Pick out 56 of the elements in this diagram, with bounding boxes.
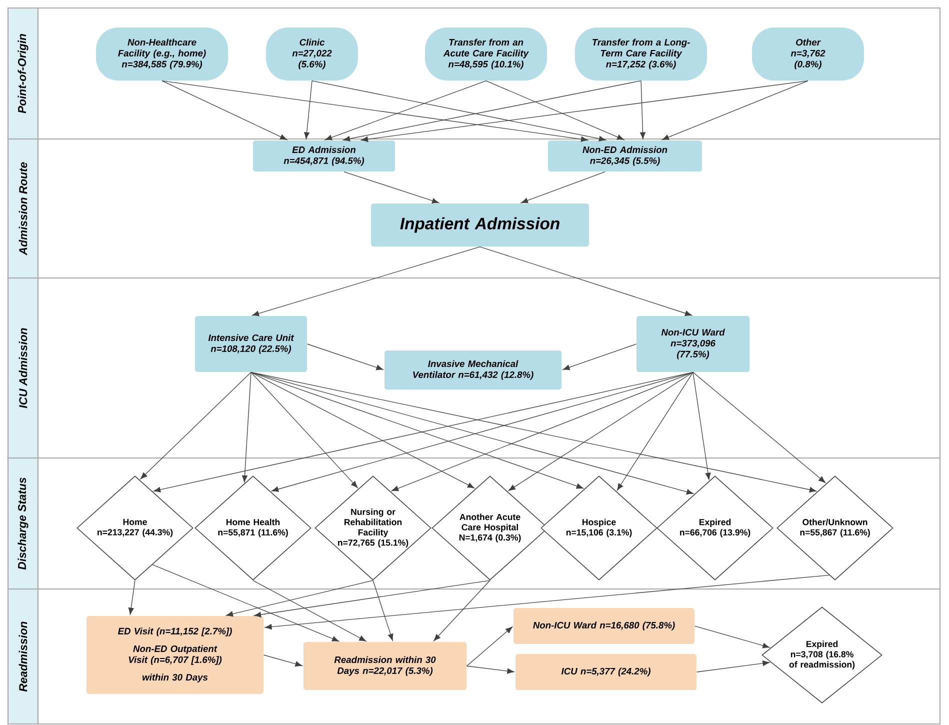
process-box: Readmission within 30 Days n=22,017 (5.3%) <box>304 642 466 690</box>
arrow <box>252 580 366 642</box>
process-box: Invasive Mechanical Ventilator n=61,432 (12.8%) <box>384 350 562 390</box>
arrow <box>250 372 584 489</box>
arrow <box>226 580 374 617</box>
arrow <box>263 654 302 667</box>
origin-pill: Transfer from a Long-Term Care Facility n=17,252 (3.6%) <box>575 28 707 80</box>
arrow <box>304 80 312 140</box>
arrow <box>250 372 475 488</box>
process-box: Inpatient Admission <box>371 204 589 246</box>
process-box: Non-ICU Ward n=16,680 (75.8%) <box>514 608 694 644</box>
arrow <box>242 372 252 482</box>
arrow <box>162 80 288 140</box>
arrow <box>480 246 692 316</box>
arrow <box>466 626 513 666</box>
arrow <box>692 372 826 483</box>
arrow <box>486 80 624 140</box>
process-box: Non-ED Admission n=26,345 (5.5%) <box>548 140 702 172</box>
origin-pill: Transfer from an Acute Care Facility n=48,595 (10.1%) <box>425 28 547 80</box>
arrow <box>372 580 394 641</box>
origin-pill: Other n=3,762 (0.8%) <box>752 28 864 80</box>
arrow <box>391 372 694 492</box>
arrow <box>254 580 490 618</box>
arrow <box>361 80 808 142</box>
arrow <box>508 372 694 491</box>
arrow <box>306 344 384 370</box>
arrow <box>640 80 646 140</box>
arrow <box>616 372 694 490</box>
arrow <box>312 80 606 142</box>
process-box: ED Visit (n=11,152 [2.7%]) Non-ED Outpatient Visit (n=6,707 [1.6%]) within 30 Days <box>86 616 264 694</box>
arrow <box>466 666 514 674</box>
arrow <box>344 171 440 204</box>
arrow <box>252 246 480 316</box>
process-box: Intensive Care Unit n=108,120 (22.5%) <box>195 316 307 372</box>
arrow <box>520 171 606 204</box>
arrow <box>152 564 340 642</box>
origin-pill: Clinic n=27,022 (5.6%) <box>266 28 358 80</box>
arrow <box>128 580 136 615</box>
arrow <box>694 626 770 648</box>
process-box: ED Admission n=454,871 (94.5%) <box>253 140 395 172</box>
arrow <box>662 80 808 140</box>
arrow <box>696 660 770 672</box>
arrow <box>250 372 816 492</box>
arrow <box>434 580 490 642</box>
process-box: Non-ICU Ward n=373,096 (77.5%) <box>636 316 750 372</box>
arrow <box>140 372 252 480</box>
arrow <box>324 80 486 140</box>
arrow <box>264 574 830 630</box>
arrow <box>562 344 637 370</box>
process-box: ICU n=5,377 (24.2%) <box>516 654 696 690</box>
arrow <box>343 80 642 142</box>
arrow <box>162 80 588 142</box>
origin-pill: Non-Healthcare Facility (e.g., home) n=384,585 (79.9%) <box>96 28 228 80</box>
arrow <box>154 372 694 492</box>
arrow <box>250 372 358 488</box>
arrow <box>692 372 711 480</box>
